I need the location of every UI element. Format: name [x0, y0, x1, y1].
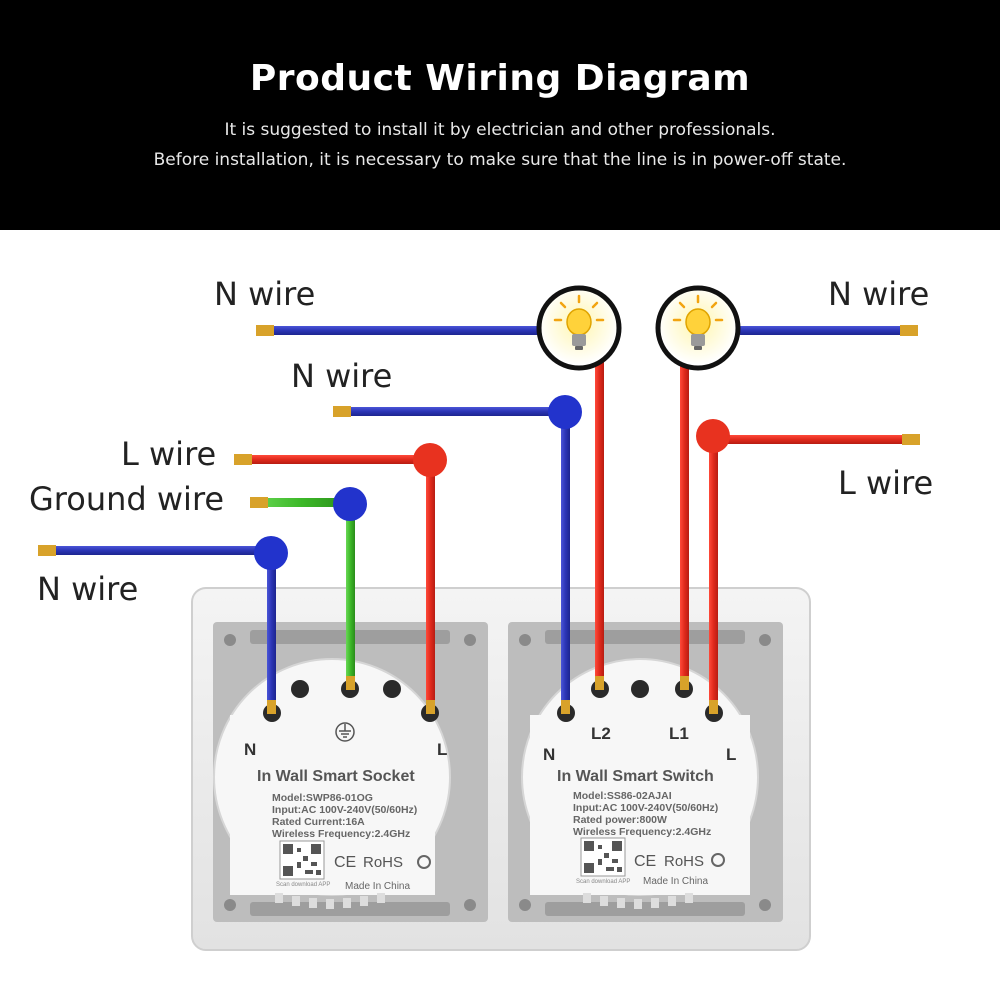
switch-input: Input:AC 100V-240V(50/60Hz) — [573, 802, 718, 814]
light-bulb-icon — [536, 285, 622, 371]
subtitle-line-2: Before installation, it is necessary to … — [153, 150, 847, 170]
switch-terminal-l2: L2 — [591, 724, 611, 743]
junction-l-right — [696, 419, 730, 453]
label-l-wire-left: L wire — [121, 435, 217, 473]
brass-tip — [256, 325, 274, 336]
label-n-wire-bottom-left: N wire — [37, 570, 139, 608]
switch-rated: Rated power:800W — [573, 814, 667, 826]
socket-rohs: RoHS — [363, 854, 403, 871]
header-banner: Product Wiring Diagram It is suggested t… — [0, 0, 1000, 230]
switch-model: Model:SS86-02AJAI — [573, 790, 672, 802]
socket-title: In Wall Smart Socket — [257, 768, 415, 785]
ground-symbol-icon — [335, 722, 355, 742]
socket-made-in: Made In China — [345, 881, 410, 892]
subtitle-line-1: It is suggested to install it by electri… — [224, 120, 776, 140]
switch-ce: CE — [634, 853, 656, 870]
switch-made-in: Made In China — [643, 876, 708, 887]
recycle-icon — [711, 853, 725, 867]
light-bulb-icon — [655, 285, 741, 371]
socket-model: Model:SWP86-01OG — [272, 792, 373, 804]
switch-title: In Wall Smart Switch — [557, 768, 714, 785]
qr-code-icon — [279, 840, 325, 880]
socket-rated: Rated Current:16A — [272, 816, 365, 828]
junction-n-bottom — [254, 536, 288, 570]
socket-scan: Scan download APP — [276, 882, 330, 888]
socket-input: Input:AC 100V-240V(50/60Hz) — [272, 804, 417, 816]
diagram-canvas: N L In Wall Smart Socket Model:SWP86-01O… — [38, 285, 920, 951]
junction-ground — [333, 487, 367, 521]
socket-terminal-n: N — [244, 740, 256, 759]
socket-ce: CE — [334, 854, 356, 871]
switch-rohs: RoHS — [664, 853, 704, 870]
terminal-tips — [267, 676, 718, 714]
socket-wireless: Wireless Frequency:2.4GHz — [272, 828, 410, 840]
switch-terminal-l1: L1 — [669, 724, 689, 743]
wiring-diagram: N L In Wall Smart Socket Model:SWP86-01O… — [0, 230, 1000, 1000]
switch-terminal-n: N — [543, 745, 555, 764]
socket-terminal-l: L — [437, 740, 447, 759]
label-ground-wire: Ground wire — [29, 480, 225, 518]
label-n-wire-middle: N wire — [291, 357, 393, 395]
recycle-icon — [417, 855, 431, 869]
qr-code-icon — [580, 837, 626, 877]
junction-n-middle — [548, 395, 582, 429]
label-n-wire-top-right: N wire — [828, 275, 930, 313]
label-n-wire-top-left: N wire — [214, 275, 316, 313]
junction-l-left — [413, 443, 447, 477]
label-l-wire-right: L wire — [838, 464, 934, 502]
switch-wireless: Wireless Frequency:2.4GHz — [573, 826, 711, 838]
switch-terminal-l: L — [726, 745, 736, 764]
switch-scan: Scan download APP — [576, 879, 630, 885]
page-title: Product Wiring Diagram — [249, 58, 751, 99]
